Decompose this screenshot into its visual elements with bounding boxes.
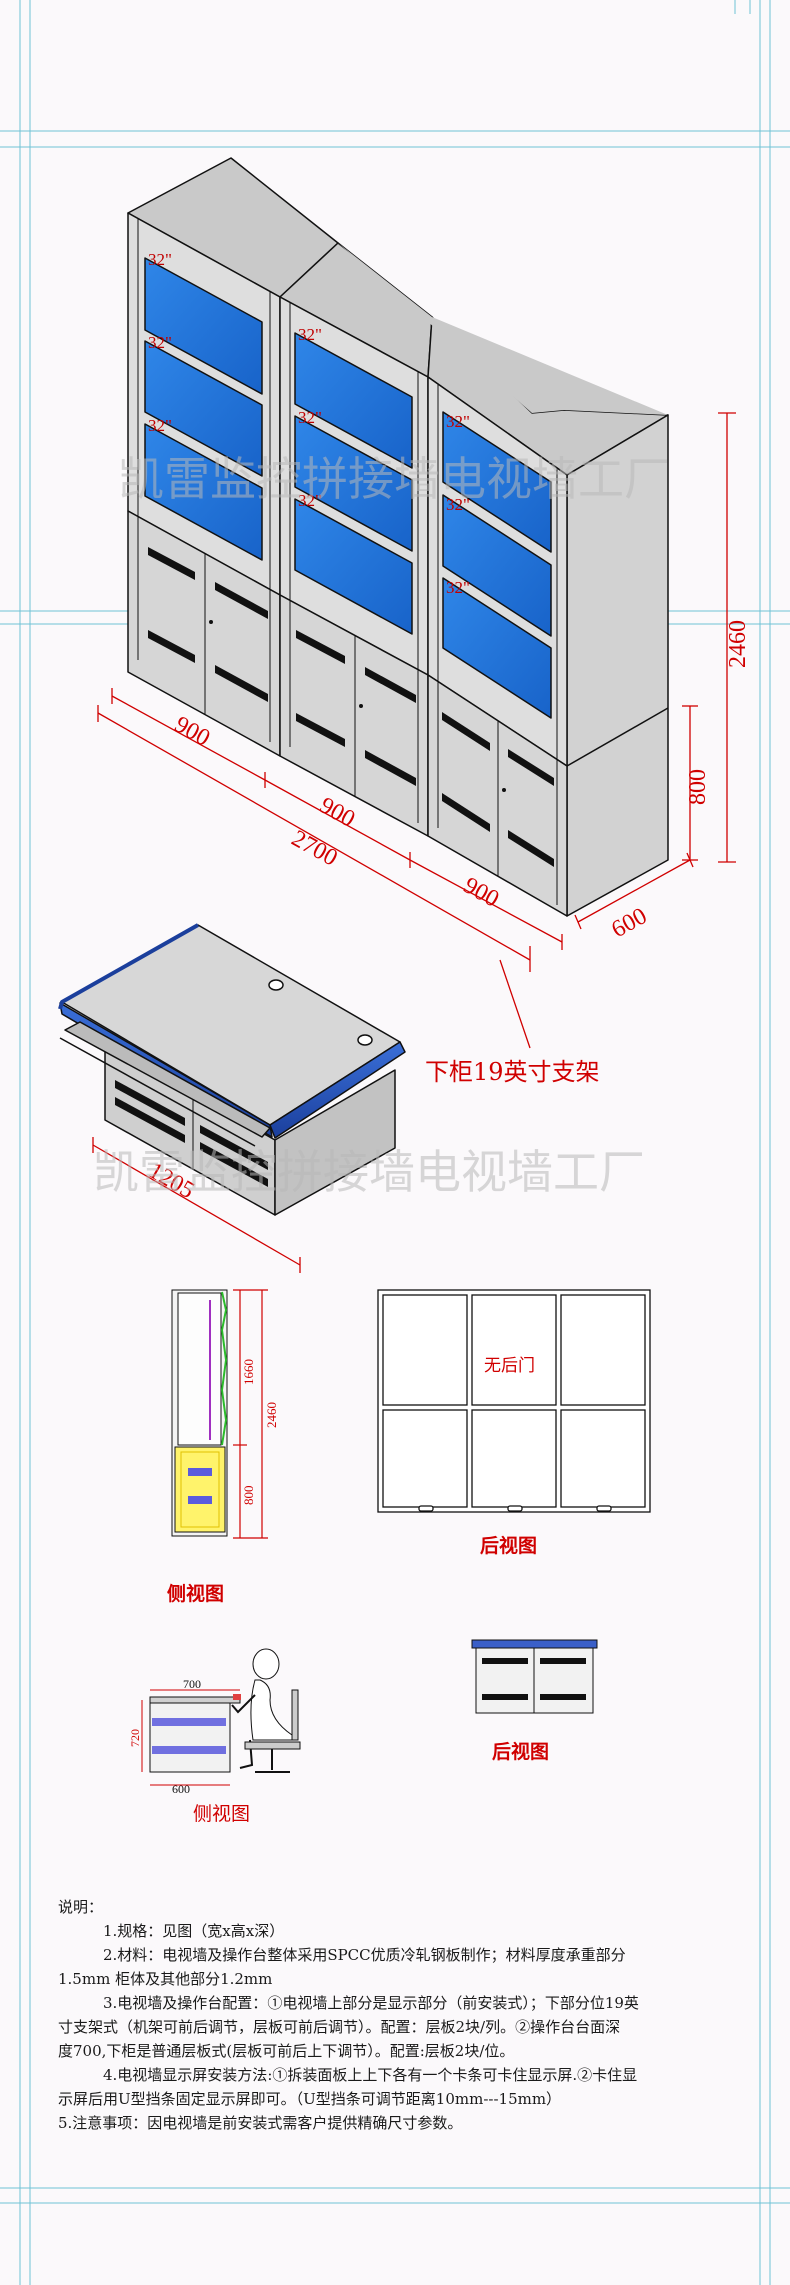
console-side-dim-bottom: 600	[172, 1782, 190, 1796]
note-4a: 4.电视墙显示屏安装方法:①拆装面板上上下各有一个卡条可卡住显示屏.②卡住显	[103, 2066, 638, 2084]
side-dim-upper: 1660	[241, 1359, 256, 1385]
dim-height: 2460	[725, 620, 751, 668]
side-view	[171, 1289, 228, 1537]
console-dimensions	[92, 1137, 301, 1273]
console-shelf	[64, 1021, 271, 1138]
console-desk	[58, 923, 406, 1216]
vent-slots	[148, 547, 554, 867]
tv-wall	[127, 157, 669, 917]
side-view-dimensions	[233, 1289, 268, 1539]
notes-section: 说明： 1.规格：见图（宽x高x深） 2.材料：电视墙及操作台整体采用SPCC优…	[58, 1895, 738, 2135]
console-front-edge	[269, 1041, 406, 1139]
tv-wall-dimensions	[97, 412, 736, 1049]
rear-view-no-back-door: 无后门	[484, 1356, 535, 1376]
screen-2	[144, 340, 263, 477]
screen-3	[144, 423, 263, 561]
side-dim-total: 2460	[264, 1402, 279, 1428]
screen-label-5: 32"	[298, 408, 322, 427]
console-side-dim-top: 700	[183, 1677, 201, 1691]
side-view-caption: 侧视图	[167, 1582, 224, 1605]
screen-4	[294, 332, 413, 469]
screen-label-1: 32"	[148, 250, 172, 269]
screen-label-9: 32"	[446, 578, 470, 597]
screen-8	[442, 494, 552, 637]
console-label: 下柜19英寸支架	[425, 1058, 600, 1086]
screen-7	[442, 411, 552, 553]
dim-depth: 600	[607, 903, 651, 943]
note-3c: 度700,下柜是普通层板式(层板可前后上下调节）。配置:层板2块/位。	[58, 2042, 515, 2060]
rear-view	[377, 1289, 651, 1513]
console-side-dimensions	[141, 1689, 240, 1786]
note-5: 5.注意事项：因电视墙是前安装式需客户提供精确尺寸参数。	[58, 2114, 463, 2132]
screen-6	[294, 498, 413, 635]
screen-label-4: 32"	[298, 325, 322, 344]
note-1: 1.规格：见图（宽x高x深）	[103, 1922, 285, 1940]
screen-label-2: 32"	[148, 333, 172, 352]
screen-5	[294, 415, 413, 552]
note-3b: 寸支架式（机架可前后调节，层板可前后调节）。配置：层板2块/列。②操作台台面深	[58, 2018, 621, 2036]
side-dim-lower: 800	[241, 1486, 256, 1506]
dim-lower: 800	[685, 769, 711, 805]
screen-1	[144, 257, 263, 395]
screen-9	[442, 577, 552, 719]
console-rear-caption: 后视图	[492, 1740, 549, 1763]
console-side-view	[149, 1648, 301, 1773]
screen-label-6: 32"	[298, 491, 322, 510]
screen-label-3: 32"	[148, 416, 172, 435]
watermark-1: 凯雷监控拼接墙电视墙工厂	[118, 452, 670, 506]
note-3a: 3.电视墙及操作台配置：①电视墙上部分是显示部分（前安装式）；下部分位19英	[103, 1994, 639, 2012]
note-2a: 2.材料：电视墙及操作台整体采用SPCC优质冷轧钢板制作；材料厚度承重部分	[103, 1946, 626, 1964]
dim-total: 2700	[287, 826, 342, 872]
operator-figure	[231, 1648, 301, 1773]
notes-title: 说明：	[58, 1898, 104, 1916]
console-side-dim-height: 720	[128, 1729, 142, 1747]
screen-label-8: 32"	[446, 495, 470, 514]
console-rear-view	[471, 1639, 598, 1714]
note-2b: 1.5mm 柜体及其他部分1.2mm	[58, 1970, 273, 1988]
rear-view-caption: 后视图	[480, 1534, 537, 1557]
dim-w1: 900	[170, 712, 214, 752]
screen-label-7: 32"	[446, 412, 470, 431]
watermark-2: 凯雷监控拼接墙电视墙工厂	[93, 1145, 645, 1199]
dim-w2: 900	[315, 793, 359, 833]
console-side-caption: 侧视图	[193, 1803, 250, 1825]
note-4b: 示屏后用U型挡条固定显示屏即可。（U型挡条可调节距离10mm---15mm）	[58, 2090, 562, 2108]
console-body-side	[274, 1069, 396, 1216]
